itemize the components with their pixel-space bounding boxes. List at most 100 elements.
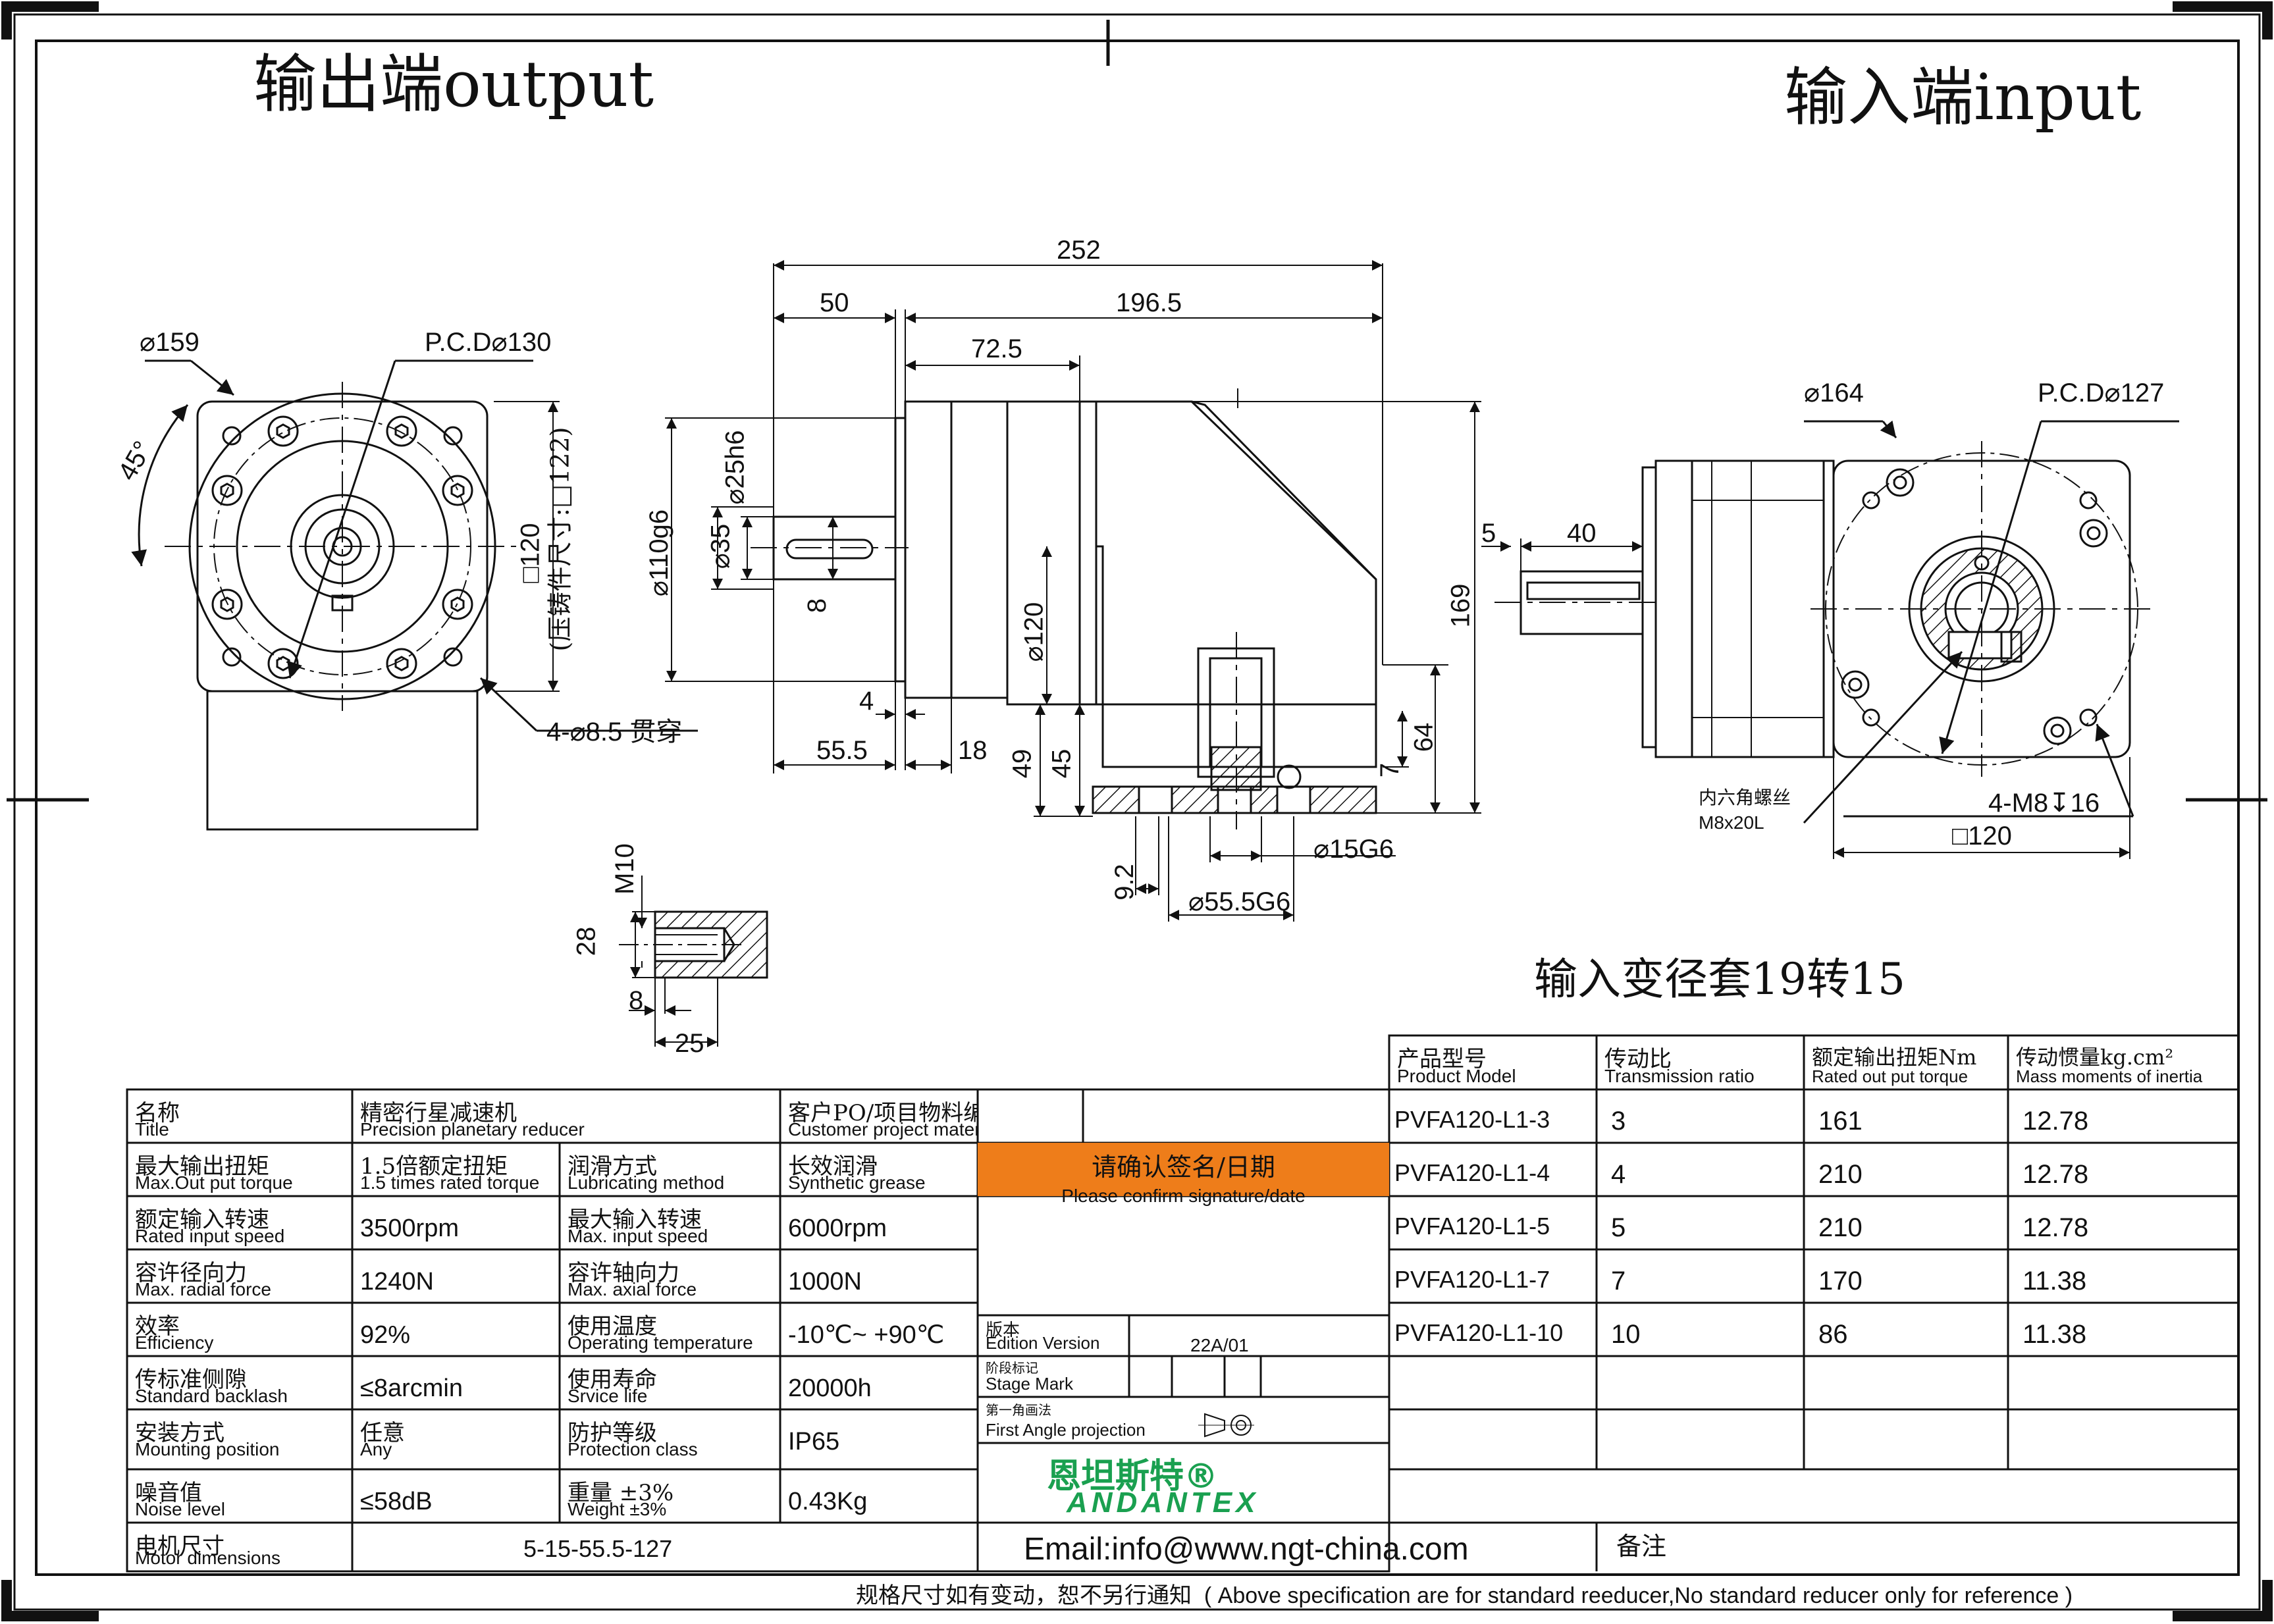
frame-inner	[35, 39, 2240, 1576]
spec-value: 20000h	[788, 1375, 872, 1402]
model-value: 7	[1611, 1267, 1626, 1296]
dim-dia-35: ⌀35	[706, 523, 735, 569]
dim-55-5: 55.5	[816, 736, 868, 765]
dim-64: 64	[1409, 722, 1439, 752]
hex-screw-label: 内六角螺丝	[1699, 787, 1791, 808]
detail-dim-25: 25	[675, 1029, 704, 1058]
model-value: 12.78	[2023, 1213, 2089, 1242]
spec-value: 0.43Kg	[788, 1488, 868, 1515]
dim-dia-110: ⌀110g6	[645, 509, 674, 597]
spec-value: 92%	[360, 1321, 411, 1349]
model-name: PVFA120-L1-10	[1394, 1319, 1564, 1346]
model-value: 161	[1818, 1107, 1863, 1136]
spec-label: 重量 ±3%Weight ±3%	[568, 1480, 674, 1519]
hex-screw-spec: M8x20L	[1699, 812, 1764, 833]
model-name: PVFA120-L1-5	[1394, 1213, 1550, 1240]
dim-50: 50	[820, 288, 849, 317]
detail-dim-28: 28	[571, 926, 601, 956]
edition-value: 22A/01	[1190, 1335, 1249, 1355]
model-name: PVFA120-L1-7	[1394, 1266, 1550, 1293]
dim-196-5: 196.5	[1116, 288, 1182, 317]
frame-outer	[13, 13, 2261, 1611]
dim-square-120-input: □120	[1952, 822, 2012, 851]
footer-note: 规格尺寸如有变动，恕不另行通知 ( Above specification ar…	[856, 1583, 2073, 1609]
model-value: 170	[1818, 1267, 1863, 1296]
confirm-signature-box[interactable]: 请确认签名/日期 Please confirm signature/date	[978, 1143, 1389, 1206]
spec-value: 3500rpm	[360, 1215, 459, 1242]
model-value: 3	[1611, 1107, 1626, 1136]
dim-dia-25: ⌀25h6	[720, 430, 750, 505]
customer-code-label: 客户PO/项目物料编码Customer project material cod…	[788, 1100, 978, 1139]
model-value: 210	[1818, 1213, 1863, 1242]
dim-dia-15: ⌀15G6	[1313, 835, 1394, 864]
spec-value: -10℃~ +90℃	[788, 1321, 945, 1349]
contact-email[interactable]: Email:info@www.ngt-china.com	[1024, 1532, 1469, 1567]
brand-logo-cn: 恩坦斯特®	[1047, 1457, 1219, 1496]
dim-72-5: 72.5	[971, 334, 1022, 363]
model-value: 11.38	[2023, 1267, 2087, 1296]
dim-pcd-127: P.C.D⌀127	[2038, 379, 2165, 407]
remark-label: 备注	[1616, 1532, 1667, 1561]
spec-value: 1240N	[360, 1268, 434, 1296]
thread-detail	[619, 876, 768, 1047]
model-value: 10	[1611, 1320, 1641, 1349]
dim-18: 18	[958, 736, 988, 765]
dim-dia-120: ⌀120	[1019, 602, 1049, 662]
model-value: 4	[1611, 1160, 1626, 1189]
spec-value: IP65	[788, 1428, 840, 1455]
dim-dia-159: ⌀159	[140, 328, 199, 357]
model-value: 86	[1818, 1320, 1848, 1349]
dim-5: 5	[1481, 519, 1496, 548]
dim-7: 7	[1375, 762, 1405, 778]
spec-value: 1000N	[788, 1268, 862, 1296]
dim-8: 8	[803, 598, 832, 614]
dim-square-120: □120	[516, 523, 545, 583]
dim-9-2: 9.2	[1109, 864, 1139, 901]
brand-logo-en: ANDANTEX	[1067, 1486, 1259, 1519]
dim-169: 169	[1446, 583, 1475, 628]
detail-dim-8: 8	[629, 986, 644, 1015]
model-value: 5	[1611, 1213, 1626, 1242]
side-view	[665, 260, 1481, 922]
dim-49: 49	[1007, 748, 1037, 779]
input-view	[1481, 420, 2179, 859]
model-value: 210	[1818, 1160, 1863, 1189]
dim-40: 40	[1567, 519, 1597, 548]
dim-dia-164: ⌀164	[1804, 379, 1864, 407]
through-holes-note: 4-⌀8.5 贯穿	[546, 718, 683, 747]
model-name: PVFA120-L1-3	[1394, 1106, 1550, 1133]
title-block	[126, 1034, 2240, 1573]
threaded-holes-note: 4-M8↧16	[1988, 789, 2100, 818]
spec-value: ≤8arcmin	[360, 1375, 463, 1402]
dim-45: 45	[1047, 748, 1076, 779]
spec-value: 6000rpm	[788, 1215, 887, 1242]
cast-size-note: (压铸件尺寸:□122)	[545, 427, 575, 652]
model-value: 12.78	[2023, 1107, 2089, 1136]
spec-value: ≤58dB	[360, 1488, 433, 1515]
dim-4: 4	[859, 687, 874, 716]
